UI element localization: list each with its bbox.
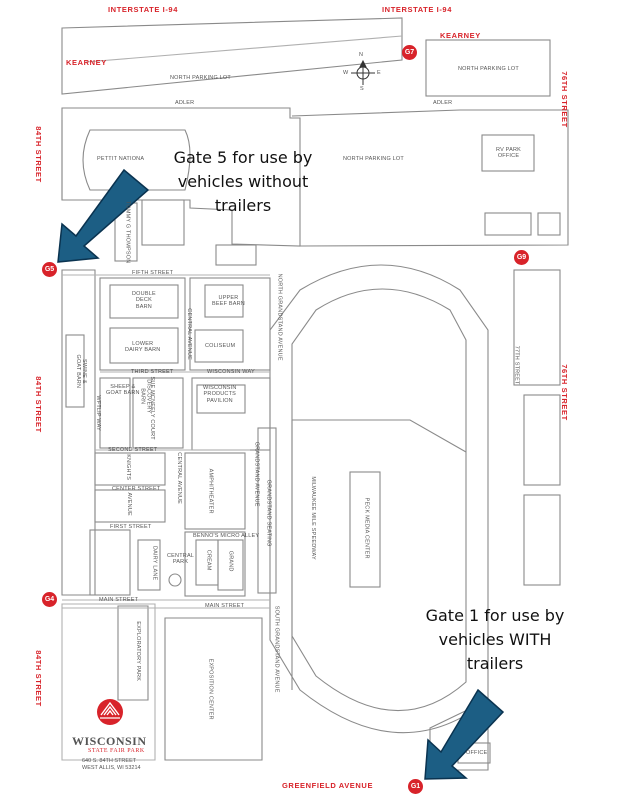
label-south-grandstand: SOUTH GRANDSTAND AVENUE	[273, 605, 280, 693]
label-avenue: AVENUE	[125, 492, 132, 516]
gate-g1: G1	[408, 779, 423, 794]
logo-subtitle: STATE FAIR PARK	[88, 748, 145, 754]
label-knights: KNIGHTS	[125, 454, 132, 481]
label-north-lot-3: NORTH PARKING LOT	[343, 156, 404, 162]
label-first-street: FIRST STREET	[110, 524, 152, 530]
gate5-callout-line2: vehicles without	[177, 172, 309, 191]
76th-street-top: 76TH STREET	[559, 71, 569, 128]
label-central-avenue-2: CENTRAL AVENUE	[176, 452, 183, 505]
kearney-label-left: KEARNEY	[66, 58, 107, 67]
grandstand-seating	[257, 427, 277, 594]
exposition-outline	[164, 617, 263, 761]
label-central-park: CENTRAL PARK	[167, 553, 195, 566]
compass-e: E	[377, 70, 381, 76]
upper-beef-barn	[204, 284, 244, 318]
peck-media-center	[349, 471, 381, 588]
label-second-street: SECOND STREET	[108, 447, 158, 453]
swine-barn	[65, 334, 85, 408]
kearney-label-right: KEARNEY	[440, 31, 481, 40]
label-grand: GRAND	[227, 550, 234, 572]
logo-name: WISCONSIN	[72, 734, 147, 748]
north-lot-right	[291, 109, 569, 247]
label-pettit: PETTIT NATIONA	[97, 156, 145, 162]
gate-g4: G4	[42, 592, 57, 607]
label-fifth-street: FIFTH STREET	[132, 270, 174, 276]
label-third-street: THIRD STREET	[131, 369, 174, 375]
84th-street-mid: 84TH STREET	[33, 376, 43, 433]
label-adler-2: ADLER	[433, 100, 453, 106]
greenfield-avenue-label: GREENFIELD AVENUE	[282, 781, 374, 790]
double-deck-barn	[109, 284, 179, 319]
label-milwaukee-mile: MILWAUKEE MILE SPEEDWAY	[309, 476, 316, 560]
label-amphitheater: AMPHITHEATER	[207, 468, 214, 514]
84th-street-top: 84TH STREET	[33, 126, 43, 183]
label-upper-beef: UPPER BEEF BARN	[212, 295, 245, 308]
compass-w: W	[343, 70, 349, 76]
gate1-callout-line3: trailers	[466, 654, 524, 673]
label-central-avenue-1: CENTRAL AVENUE	[186, 308, 193, 361]
label-cream: CREAM	[205, 549, 212, 571]
gate-g9: G9	[514, 250, 529, 265]
coliseum-building	[194, 329, 244, 363]
label-peck: PECK MEDIA CENTER	[363, 497, 370, 559]
wisconsin-state-fair-logo	[97, 699, 123, 725]
logo-address-1: 640 S. 84TH STREET	[82, 758, 137, 764]
gate5-callout-line1: Gate 5 for use by	[173, 148, 313, 167]
north-lot-outline	[61, 17, 403, 95]
label-adler-1: ADLER	[175, 100, 195, 106]
exploratory-park	[117, 605, 149, 701]
label-sue-mcneely: SUE MCNEELY COURT	[148, 376, 155, 440]
84th-street-bottom: 84TH STREET	[33, 650, 43, 707]
sheep-barn	[99, 377, 131, 449]
logo-address-2: WEST ALLIS, WI 53214	[82, 765, 141, 771]
label-lower-dairy: LOWER DAIRY BARN	[125, 341, 161, 354]
gate1-callout-line1: Gate 1 for use by	[425, 606, 565, 625]
label-exploratory: EXPLORATORY PARK	[135, 621, 142, 682]
label-double-deck: DOUBLE DECK BARN	[132, 291, 156, 310]
label-north-grandstand: NORTH GRANDSTAND AVENUE	[276, 273, 283, 361]
label-grandstand-avenue: GRANDSTAND AVENUE	[253, 441, 260, 507]
label-north-lot-2: NORTH PARKING LOT	[458, 66, 519, 72]
rv-office-building	[481, 134, 535, 172]
label-office: OFFICE	[466, 750, 488, 756]
compass-n: N	[359, 52, 364, 58]
label-wisconsin-way: WISCONSIN WAY	[207, 369, 255, 375]
gate5-callout-line3: trailers	[214, 196, 272, 215]
label-center-street: CENTER STREET	[112, 486, 161, 492]
label-swine: SWINE & GOAT BARN	[74, 354, 88, 389]
compass-s: S	[360, 86, 364, 92]
gate-g7: G7	[402, 45, 417, 60]
compass-rose	[351, 59, 375, 85]
label-wftlip-way: WFTLIP WAY	[94, 395, 101, 431]
gate1-callout: Gate 1 for use by vehicles WITH trailers	[410, 604, 580, 676]
lower-dairy-barn	[109, 327, 179, 364]
label-coliseum: COLISEUM	[205, 343, 236, 349]
label-north-lot-1: NORTH PARKING LOT	[170, 75, 231, 81]
label-main-street-2: MAIN STREET	[205, 603, 245, 609]
gate-g5: G5	[42, 262, 57, 277]
gate1-arrow	[424, 688, 505, 780]
label-77th-street: 77TH STREET	[513, 345, 520, 385]
label-grandstand-seating: GRANDSTAND SEATING	[265, 479, 272, 547]
label-sheep: SHEEP & GOAT BARN	[106, 384, 140, 397]
interstate-label-right: INTERSTATE I-94	[382, 5, 452, 14]
gate5-arrow	[57, 168, 150, 263]
interstate-label-left: INTERSTATE I-94	[108, 5, 178, 14]
label-tommy-thompson: TOMMY G THOMPSON	[124, 200, 131, 264]
label-wi-products: WISCONSIN PRODUCTS PAVILION	[203, 385, 237, 404]
label-main-street-1: MAIN STREET	[99, 597, 139, 603]
label-rv-office: RV PARK OFFICE	[496, 147, 522, 160]
gate1-callout-line2: vehicles WITH	[438, 630, 552, 649]
gate5-callout: Gate 5 for use by vehicles without trail…	[158, 146, 328, 218]
north-lot-east	[425, 39, 551, 97]
label-exposition: EXPOSITION CENTER	[207, 658, 214, 720]
76th-street-mid: 76TH STREET	[559, 364, 569, 421]
label-dairy-lane: DAIRY LANE	[151, 545, 158, 581]
discovery-barn	[132, 377, 184, 449]
label-bennos: BENNO'S MICRO ALLEY	[193, 533, 260, 539]
